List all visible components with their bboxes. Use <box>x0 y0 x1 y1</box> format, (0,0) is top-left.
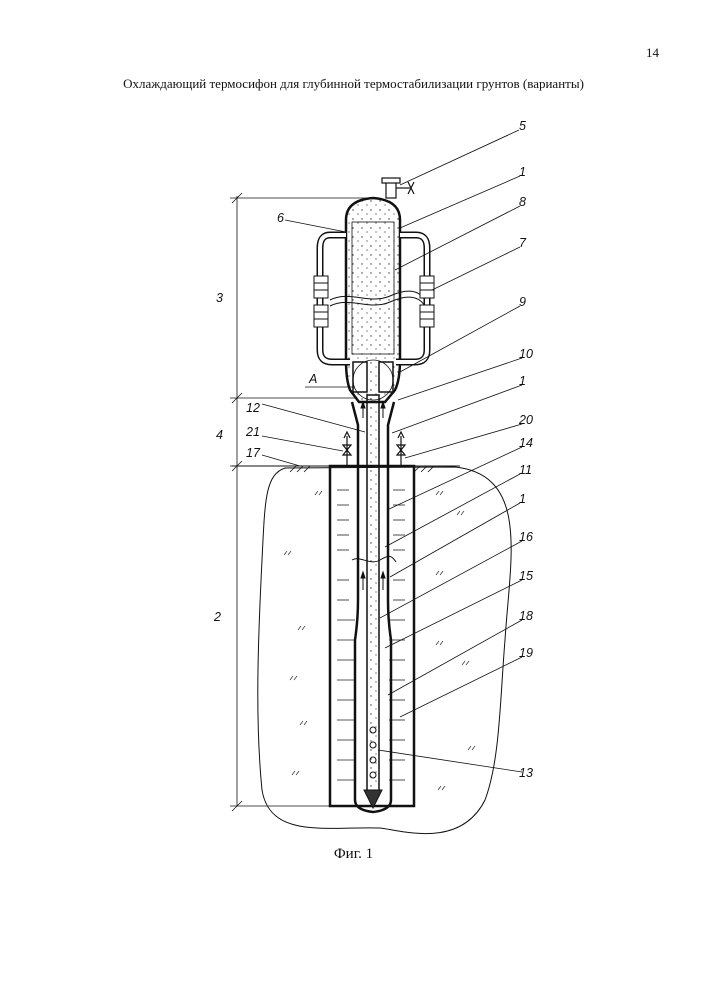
label-3: 3 <box>216 291 223 305</box>
label-13: 13 <box>519 766 533 780</box>
label-A: А <box>308 372 317 386</box>
label-19: 19 <box>519 646 533 660</box>
label-20: 20 <box>518 413 533 427</box>
figure-caption: Фиг. 1 <box>0 846 707 863</box>
label-1-top: 1 <box>519 165 526 179</box>
label-11: 11 <box>519 463 532 477</box>
label-7: 7 <box>519 236 527 250</box>
label-4: 4 <box>216 428 223 442</box>
label-10: 10 <box>519 347 533 361</box>
label-15: 15 <box>519 569 533 583</box>
label-5: 5 <box>519 119 526 133</box>
soil-outline <box>258 467 511 834</box>
label-2: 2 <box>213 610 221 624</box>
label-6: 6 <box>277 211 284 225</box>
label-8: 8 <box>519 195 526 209</box>
label-1-mid: 1 <box>519 374 526 388</box>
label-21: 21 <box>245 425 260 439</box>
label-16: 16 <box>519 530 533 544</box>
central-tube <box>367 395 379 795</box>
label-1-low: 1 <box>519 492 526 506</box>
label-18: 18 <box>519 609 533 623</box>
label-17: 17 <box>246 446 261 460</box>
label-14: 14 <box>519 436 533 450</box>
label-9: 9 <box>519 295 526 309</box>
label-12: 12 <box>246 401 260 415</box>
